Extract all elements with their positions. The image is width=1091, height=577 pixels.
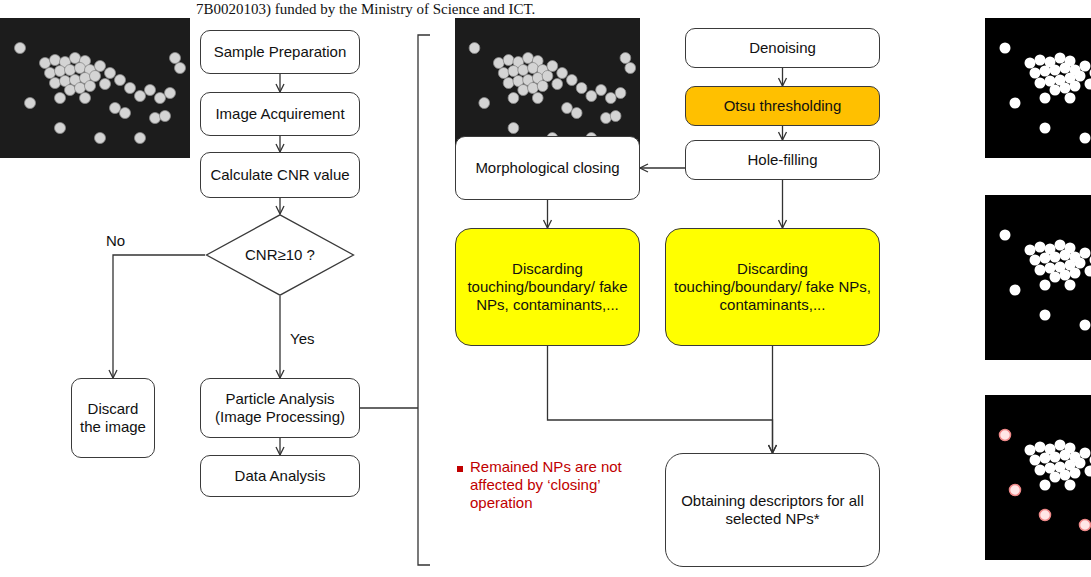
node-text: Obtaining descriptors for all selected N… (674, 492, 871, 528)
binary-image (985, 18, 1091, 158)
decision-diamond: CNR≥10 ? (205, 214, 355, 296)
node-text: Otsu thresholding (724, 97, 842, 115)
flow-arrow (782, 180, 783, 228)
node-text: Discard the image (80, 400, 146, 436)
binary-image (985, 395, 1091, 560)
flow-arrow (279, 438, 280, 455)
flow-arrow (279, 296, 280, 378)
node-text: Image Acquirement (215, 105, 344, 123)
process-box: Image Acquirement (200, 92, 360, 136)
node-text: Particle Analysis (Image Processing) (209, 390, 351, 426)
flow-arrow (279, 198, 280, 214)
node-text: Discarding touching/boundary/ fake NPs, … (674, 260, 871, 314)
process-box: Data Analysis (200, 455, 360, 497)
flow-arrow (279, 74, 280, 92)
flow-arrow (772, 346, 773, 453)
process-box: Morphological closing (455, 136, 640, 200)
node-text: Calculate CNR value (210, 166, 349, 184)
sem-image (0, 18, 190, 158)
node-text: CNR≥10 ? (245, 246, 315, 264)
terminal-box: Discard the image (71, 378, 155, 458)
process-box: Denoising (685, 28, 880, 68)
output-box: Obtaining descriptors for all selected N… (665, 453, 880, 567)
process-box: Calculate CNR value (200, 152, 360, 198)
process-box: Particle Analysis (Image Processing) (200, 378, 360, 438)
filter-box: Discarding touching/boundary/ fake NPs, … (665, 228, 880, 346)
node-text: Discarding touching/boundary/ fake NPs, … (464, 260, 631, 314)
flow-arrow (782, 126, 783, 140)
flow-arrow (113, 255, 205, 378)
node-text: Data Analysis (235, 467, 326, 485)
header-text: 7B0020103) funded by the Ministry of Sci… (196, 0, 656, 18)
flow-arrow (782, 68, 783, 86)
node-text: Morphological closing (475, 159, 619, 177)
edge-label: Yes (288, 330, 316, 348)
flow-arrow (640, 167, 685, 168)
bracket (418, 35, 430, 565)
process-box: Sample Preparation (200, 30, 360, 74)
binary-image (985, 195, 1091, 360)
edge-label: No (104, 232, 127, 250)
flow-arrow (279, 136, 280, 152)
process-box: Otsu thresholding (685, 86, 880, 126)
bullet (457, 466, 463, 472)
bracket-leader (360, 407, 418, 408)
flow-arrow (547, 200, 548, 228)
node-text: Hole-filling (747, 151, 817, 169)
filter-box: Discarding touching/boundary/ fake NPs, … (455, 228, 640, 346)
process-box: Hole-filling (685, 140, 880, 180)
note-text: Remained NPs are not affected by ‘closin… (470, 458, 645, 512)
node-text: Sample Preparation (214, 43, 347, 61)
flow-arrow (548, 346, 773, 453)
node-text: Denoising (749, 39, 816, 57)
